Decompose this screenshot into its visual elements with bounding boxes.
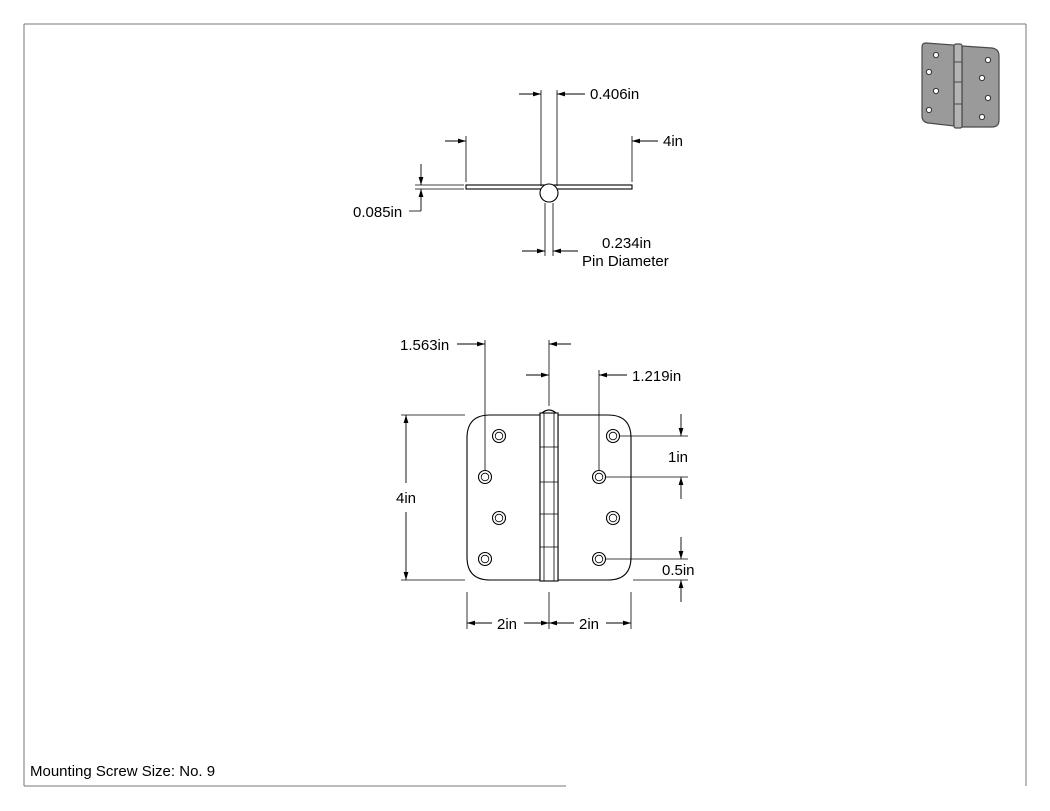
screw-hole [605, 428, 621, 444]
dim-pin-diameter: 0.234in Pin Diameter [522, 203, 669, 270]
screw-hole [591, 469, 607, 485]
dim-corner-offset: 0.5in [606, 537, 695, 602]
height-label: 4in [396, 490, 416, 507]
hinge-3d-thumbnail-icon [921, 42, 1000, 129]
hole-edge-offset-label: 1.563in [400, 337, 449, 354]
mounting-screw-size-note: Mounting Screw Size: No. 9 [30, 763, 215, 780]
dim-hole-spacing: 1in [606, 414, 688, 499]
hinge-pin-knuckle [539, 183, 559, 203]
sheet-border [23, 23, 1027, 787]
pin-diameter-value-label: 0.234in [602, 235, 651, 252]
screw-hole [605, 510, 621, 526]
screw-hole [491, 510, 507, 526]
screw-hole [477, 469, 493, 485]
screw-hole [477, 551, 493, 567]
pin-diameter-caption: Pin Diameter [582, 253, 669, 270]
right-screw-holes [591, 428, 621, 567]
dim-leaf-widths: 2in 2in [466, 592, 632, 633]
top-view: 0.406in 4in 0.085in 0.234in Pin Diame [353, 86, 683, 270]
hinge-pin-tip [540, 409, 558, 414]
dim-hole-inner-offset: 1.219in [526, 368, 681, 470]
right-leaf-width-label: 2in [579, 616, 599, 633]
left-leaf-width-label: 2in [497, 616, 517, 633]
dim-hole-edge-offset: 1.563in [400, 337, 571, 470]
left-screw-holes [477, 428, 507, 567]
dim-leaf-thickness: 0.085in [353, 164, 464, 221]
pin-width-label: 0.406in [590, 86, 639, 103]
dim-pin-width: 0.406in [519, 86, 639, 186]
front-view: 1.563in 1.219in 4in 1in [396, 337, 695, 633]
hinge-knuckle-barrel [539, 412, 559, 582]
hole-inner-offset-label: 1.219in [632, 368, 681, 385]
screw-hole [591, 551, 607, 567]
hole-spacing-label: 1in [668, 449, 688, 466]
dim-leaf-length: 4in [445, 133, 683, 182]
leaf-thickness-label: 0.085in [353, 204, 402, 221]
dim-height: 4in [396, 414, 465, 581]
hinge-right-leaf [557, 414, 632, 581]
screw-hole [491, 428, 507, 444]
leaf-length-label: 4in [663, 133, 683, 150]
corner-offset-label: 0.5in [662, 562, 695, 579]
